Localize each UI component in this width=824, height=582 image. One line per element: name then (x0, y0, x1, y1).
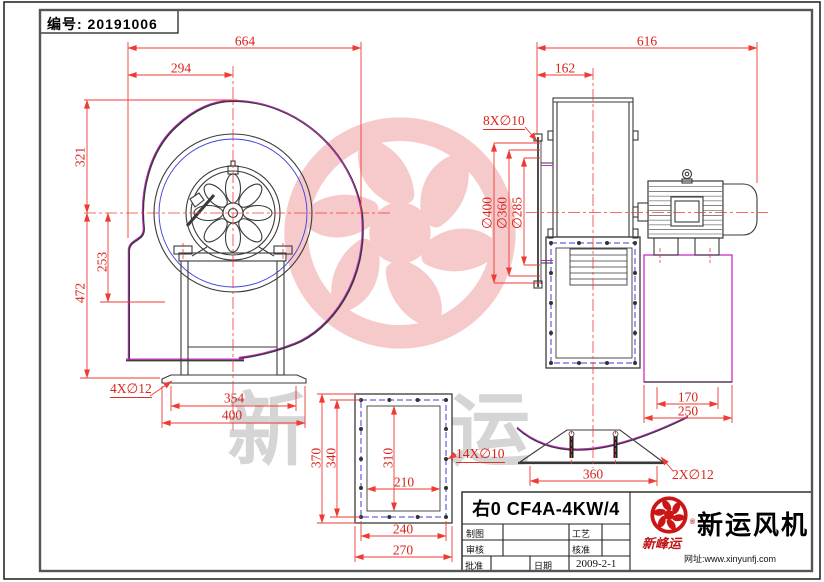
damper-handle (185, 194, 216, 227)
dim-321: 321 (72, 146, 88, 168)
serial-number: 编号: 20191006 (47, 16, 158, 32)
dim-664: 664 (234, 33, 256, 49)
dim-240: 240 (392, 521, 414, 537)
verified-label: 核准 (572, 545, 591, 555)
approved-label: 批准 (465, 561, 484, 571)
brand-name: 新峰运 (642, 536, 682, 551)
dim-310: 310 (380, 447, 396, 469)
flange-detail-bolt-dots (359, 398, 448, 519)
process-label: 工艺 (572, 529, 591, 539)
dim-162: 162 (554, 60, 576, 76)
side-view (533, 97, 758, 383)
dim-340: 340 (323, 447, 339, 469)
dim-14x10: 14X∅10 (456, 446, 505, 463)
dim-270: 270 (392, 542, 414, 558)
dim-8x10: 8X∅10 (483, 113, 525, 130)
registered-mark: ® (690, 519, 696, 526)
inner-frame (38, 8, 814, 573)
motor (632, 168, 758, 256)
dim-472: 472 (72, 282, 88, 304)
dimension-lines (80, 42, 768, 562)
dim-294: 294 (170, 60, 192, 76)
date-label: 日期 (534, 561, 553, 571)
dim-360: 360 (582, 466, 604, 482)
dim-253: 253 (94, 251, 110, 273)
company-name: 新运风机 (697, 510, 810, 540)
watermark-fan-logo (295, 129, 505, 337)
dim-210: 210 (393, 474, 415, 490)
watermark-char-2: 运 (450, 386, 530, 475)
dim-170: 170 (677, 389, 699, 405)
company-website: 网址:www.xinyunfj.com (684, 554, 777, 564)
flange-bolt-dots (549, 241, 637, 365)
drafted-label: 制图 (466, 529, 485, 539)
dim-dia400: ∅400 (479, 196, 495, 230)
outer-border (3, 1, 821, 580)
checked-label: 审核 (466, 545, 485, 555)
dim-dia285: ∅285 (509, 196, 525, 230)
watermark-char-1: 新 (227, 386, 307, 475)
dim-4x12: 4X∅12 (110, 381, 152, 398)
date-value: 2009-2-1 (576, 558, 617, 570)
model-number: 右0 CF4A-4KW/4 (472, 499, 620, 519)
dim-2x12: 2X∅12 (672, 467, 714, 482)
dim-400: 400 (221, 407, 243, 423)
dim-370: 370 (308, 447, 324, 469)
company-logo (650, 496, 688, 534)
front-view (126, 99, 364, 384)
base-detail-view (516, 415, 689, 465)
dim-250: 250 (677, 403, 699, 419)
dim-354: 354 (223, 390, 245, 406)
motor-support (643, 254, 733, 383)
dim-dia360: ∅360 (494, 196, 510, 230)
dim-616: 616 (636, 33, 658, 49)
support-stand (161, 252, 307, 384)
flange-detail-view (354, 393, 453, 524)
